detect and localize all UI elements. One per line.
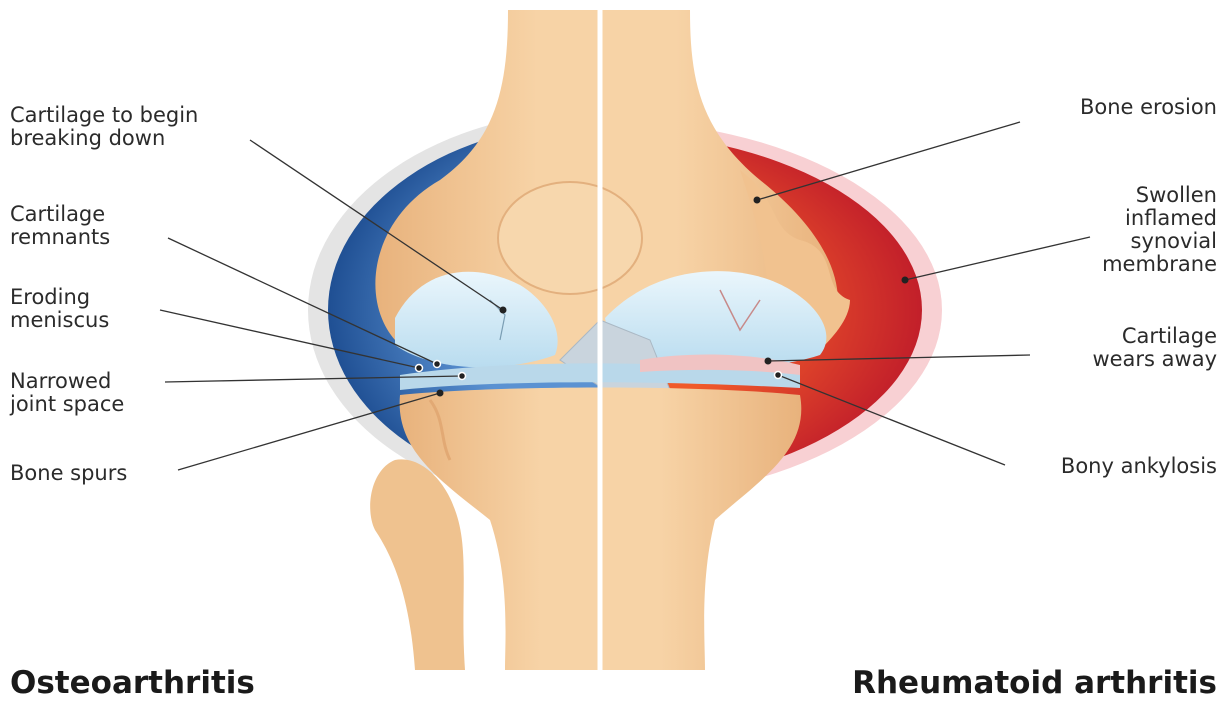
dot-eroding-meniscus — [416, 365, 423, 372]
patella — [498, 182, 642, 294]
fibula — [370, 459, 465, 670]
caption-rheumatoid-arthritis: Rheumatoid arthritis — [852, 665, 1217, 701]
dot-bone-erosion — [754, 197, 761, 204]
leader-swollen-membrane — [905, 237, 1090, 280]
label-bone-spurs: Bone spurs — [10, 462, 127, 485]
label-bony-ankylosis: Bony ankylosis — [1061, 455, 1217, 478]
dot-narrowed-joint-space — [459, 373, 466, 380]
label-cartilage-breaking: Cartilage to begin breaking down — [10, 104, 198, 150]
dot-cartilage-wears-away — [765, 358, 772, 365]
dot-cartilage-breaking — [500, 307, 507, 314]
label-narrowed-joint-space: Narrowed joint space — [10, 370, 124, 416]
label-cartilage-remnants: Cartilage remnants — [10, 203, 110, 249]
dot-bony-ankylosis — [775, 372, 782, 379]
dot-bone-spurs — [437, 390, 444, 397]
label-cartilage-wears-away: Cartilage wears away — [1092, 325, 1217, 371]
caption-osteoarthritis: Osteoarthritis — [10, 665, 255, 701]
label-eroding-meniscus: Eroding meniscus — [10, 286, 109, 332]
dot-cartilage-remnants — [434, 361, 441, 368]
label-swollen-synovial-membrane: Swollen inflamed synovial membrane — [1102, 184, 1217, 276]
dot-swollen-membrane — [902, 277, 909, 284]
label-bone-erosion: Bone erosion — [1080, 96, 1217, 119]
